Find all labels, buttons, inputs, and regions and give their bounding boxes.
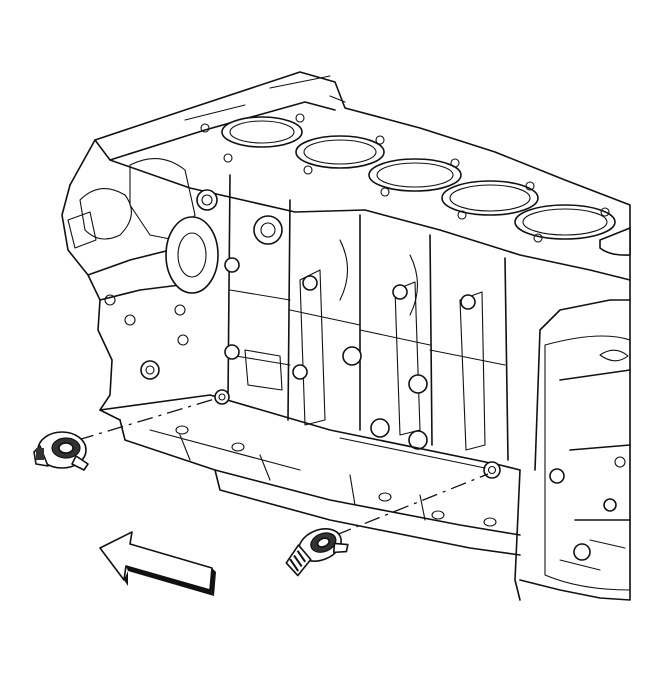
deck-bolt-holes: [184, 75, 610, 243]
block-rear-end: [514, 299, 631, 601]
block-side-bosses: [104, 257, 476, 450]
knock-sensor-icon: [285, 528, 349, 577]
knock-sensor-icon: [33, 431, 89, 471]
front-cover-detail: [67, 158, 196, 249]
rear-sensor-center-line: [335, 473, 489, 536]
block-deck-outline: [69, 71, 631, 601]
front-sensor-center-line: [77, 397, 219, 441]
knock-sensor-boss-front: [214, 389, 230, 405]
front-boss: [165, 216, 219, 294]
engine-block-icon: [61, 71, 631, 601]
block-lower-rail: [99, 394, 521, 556]
block-side-ribs: [227, 174, 509, 461]
cylinder-bores: [221, 116, 631, 256]
direction-arrow-icon: [99, 531, 216, 596]
knock-sensor-boss-rear: [483, 461, 501, 479]
block-front-end: [61, 184, 181, 421]
